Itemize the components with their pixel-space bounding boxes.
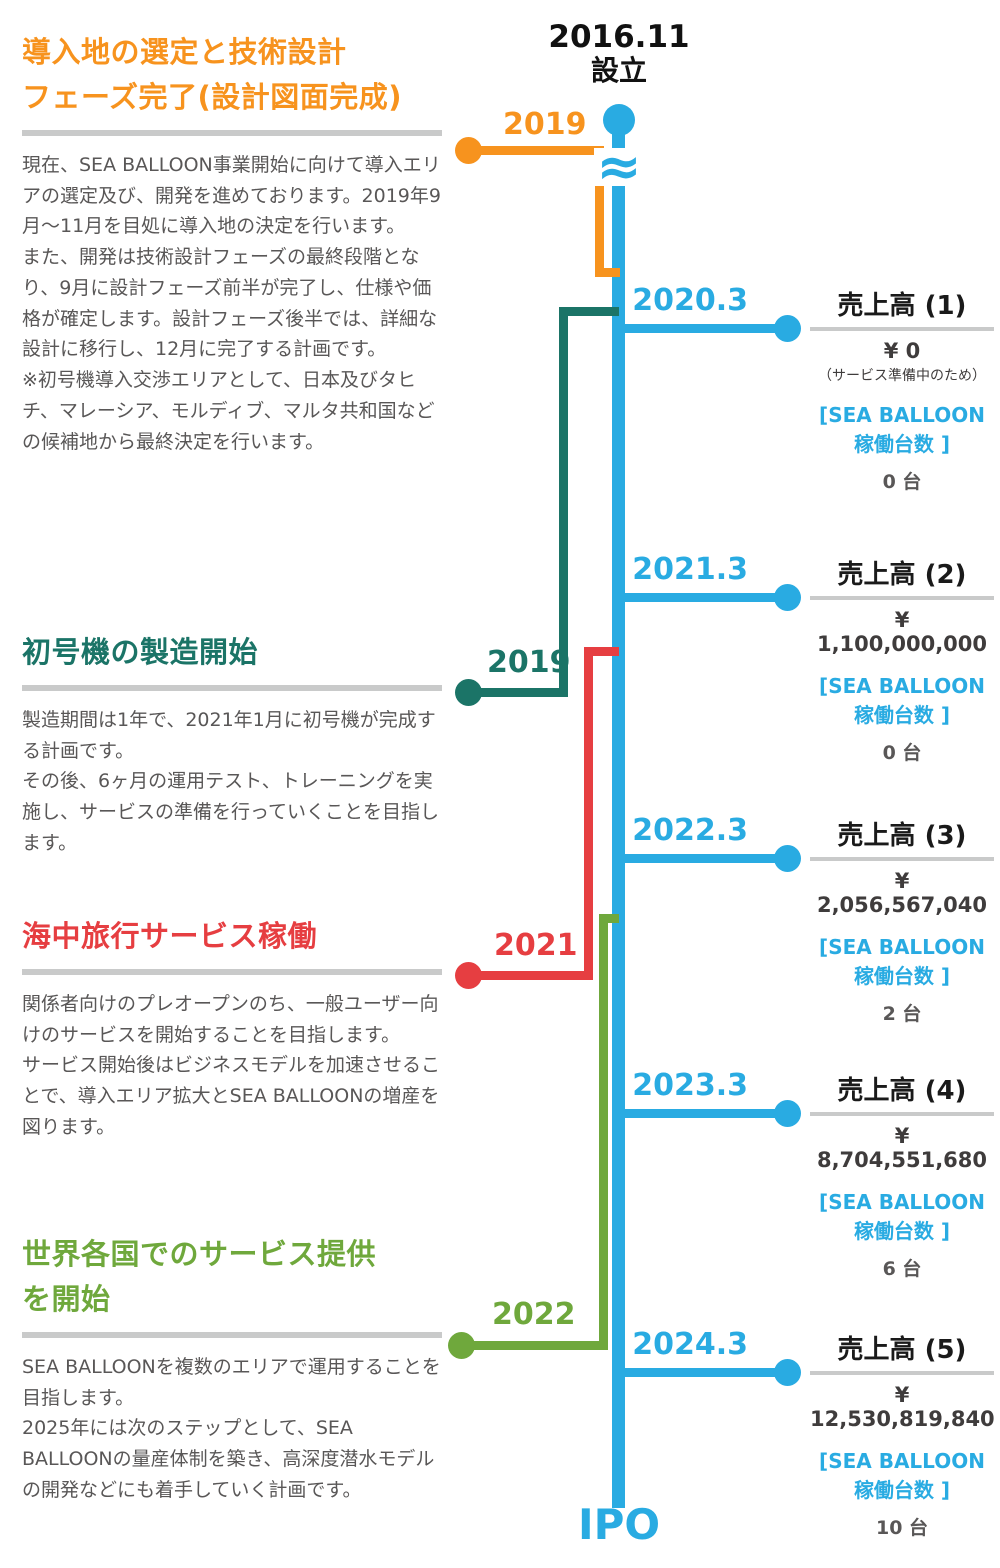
founding-label: 2016.11 設立 <box>543 20 695 88</box>
revenue-title: 売上高 (5) <box>837 1335 967 1365</box>
connector-service-launch-v <box>584 647 593 980</box>
founding-title: 設立 <box>590 54 647 88</box>
milestone-date-2023: 2023.3 <box>632 1068 748 1103</box>
section-body-service-launch: 関係者向けのプレオープンのち、一般ユーザー向けのサービスを開始することを目指しま… <box>22 992 441 1138</box>
section-body-manufacturing: 製造期間は1年で、2021年1月に初号機が完成する計画です。 その後、6ヶ月の運… <box>22 708 440 854</box>
timeline-axis <box>612 128 625 1508</box>
fleet-label: [SEA BALLOON 稼働台数 ] <box>819 935 985 988</box>
year-label-service-launch: 2021 <box>494 928 578 963</box>
section-divider <box>22 968 442 975</box>
revenue-amount: ¥ 0 <box>883 339 921 363</box>
fleet-count: 10 台 <box>875 1517 929 1539</box>
revenue-amount: ¥ 1,100,000,000 <box>816 608 988 656</box>
connector-service-launch-h <box>468 971 593 980</box>
fleet-label: [SEA BALLOON 稼働台数 ] <box>819 1190 985 1243</box>
section-body-global-service: SEA BALLOONを複数のエリアで運用することを目指します。 2025年には… <box>22 1355 441 1501</box>
revenue-divider <box>810 1112 994 1116</box>
revenue-block-2021: 売上高 (2) ¥ 1,100,000,000 [SEA BALLOON 稼働台… <box>810 554 994 765</box>
section-title-global-service: 世界各国でのサービス提供 を開始 <box>22 1237 377 1316</box>
section-divider <box>22 1331 442 1338</box>
branch-dot-2021 <box>774 584 801 611</box>
revenue-title: 売上高 (1) <box>837 291 967 321</box>
connector-global-service-h <box>461 1341 608 1350</box>
fleet-label: [SEA BALLOON 稼働台数 ] <box>819 1449 985 1502</box>
revenue-amount: ¥ 12,530,819,840 <box>810 1383 995 1431</box>
revenue-title: 売上高 (2) <box>837 560 967 590</box>
revenue-block-2022: 売上高 (3) ¥ 2,056,567,040 [SEA BALLOON 稼働台… <box>810 815 994 1026</box>
year-label-global-service: 2022 <box>492 1297 576 1332</box>
timeline-break-icon: ≈ <box>594 140 644 194</box>
section-manufacturing: 初号機の製造開始 製造期間は1年で、2021年1月に初号機が完成する計画です。 … <box>22 630 442 859</box>
section-site-selection: 導入地の選定と技術設計 フェーズ完了(設計図面完成) 現在、SEA BALLOO… <box>22 30 442 458</box>
revenue-amount: ¥ 8,704,551,680 <box>816 1124 988 1172</box>
branch-dot-2023 <box>774 1100 801 1127</box>
section-global-service: 世界各国でのサービス提供 を開始 SEA BALLOONを複数のエリアで運用する… <box>22 1232 442 1506</box>
fleet-count: 6 台 <box>882 1258 922 1280</box>
fleet-count: 0 台 <box>882 742 922 764</box>
connector-site-selection-join <box>595 268 620 277</box>
connector-service-launch-join <box>584 647 619 656</box>
revenue-block-2020: 売上高 (1) ¥ 0 （サービス準備中のため） [SEA BALLOON 稼働… <box>810 285 994 494</box>
milestone-dot-site-selection <box>455 137 482 164</box>
connector-global-service-v <box>599 914 608 1350</box>
fleet-count: 2 台 <box>882 1003 922 1025</box>
milestone-dot-global-service <box>448 1332 475 1359</box>
milestone-dot-service-launch <box>455 962 482 989</box>
milestone-date-2024: 2024.3 <box>632 1327 748 1362</box>
revenue-divider <box>810 596 994 600</box>
revenue-divider <box>810 327 994 331</box>
branch-line-2022 <box>612 854 787 863</box>
section-divider <box>22 684 442 691</box>
branch-dot-2022 <box>774 845 801 872</box>
revenue-divider <box>810 1371 994 1375</box>
revenue-block-2024: 売上高 (5) ¥ 12,530,819,840 [SEA BALLOON 稼働… <box>810 1329 995 1540</box>
connector-site-selection-h <box>468 146 604 155</box>
revenue-title: 売上高 (3) <box>837 821 967 851</box>
revenue-amount: ¥ 2,056,567,040 <box>816 869 988 917</box>
revenue-divider <box>810 857 994 861</box>
connector-manufacturing-v <box>559 307 568 697</box>
revenue-note: （サービス準備中のため） <box>818 368 986 384</box>
revenue-title: 売上高 (4) <box>837 1076 967 1106</box>
timeline-start-dot <box>603 104 635 136</box>
connector-manufacturing-h <box>468 688 568 697</box>
branch-dot-2020 <box>774 315 801 342</box>
fleet-label: [SEA BALLOON 稼働台数 ] <box>819 674 985 727</box>
fleet-label: [SEA BALLOON 稼働台数 ] <box>819 403 985 456</box>
year-label-manufacturing: 2019 <box>487 645 571 680</box>
section-title-site-selection: 導入地の選定と技術設計 フェーズ完了(設計図面完成) <box>22 35 403 114</box>
branch-line-2021 <box>612 593 787 602</box>
milestone-date-2020: 2020.3 <box>632 283 748 318</box>
section-title-service-launch: 海中旅行サービス稼働 <box>22 919 318 953</box>
year-label-site-selection: 2019 <box>503 107 587 142</box>
milestone-date-2022: 2022.3 <box>632 813 748 848</box>
fleet-count: 0 台 <box>882 471 922 493</box>
milestone-date-2021: 2021.3 <box>632 552 748 587</box>
section-service-launch: 海中旅行サービス稼働 関係者向けのプレオープンのち、一般ユーザー向けのサービスを… <box>22 914 442 1143</box>
connector-manufacturing-join <box>559 307 619 316</box>
founding-date: 2016.11 <box>548 19 690 55</box>
branch-dot-2024 <box>774 1359 801 1386</box>
ipo-label: IPO <box>577 1500 661 1549</box>
revenue-block-2023: 売上高 (4) ¥ 8,704,551,680 [SEA BALLOON 稼働台… <box>810 1070 994 1281</box>
branch-line-2023 <box>612 1109 787 1118</box>
section-divider <box>22 129 442 136</box>
section-title-manufacturing: 初号機の製造開始 <box>22 635 259 669</box>
connector-global-service-join <box>599 914 619 923</box>
branch-line-2024 <box>612 1368 787 1377</box>
branch-line-2020 <box>612 324 787 333</box>
section-body-site-selection: 現在、SEA BALLOON事業開始に向けて導入エリアの選定及び、開発を進めてお… <box>22 153 441 453</box>
connector-site-selection-v <box>595 146 604 277</box>
milestone-dot-manufacturing <box>455 679 482 706</box>
